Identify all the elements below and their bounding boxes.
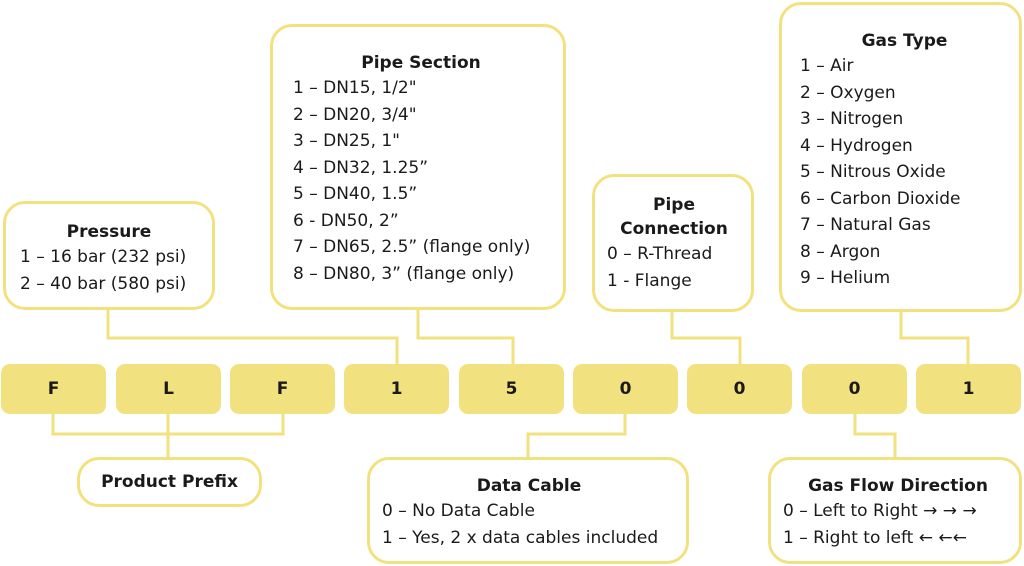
pipe-connection-options: 0 – R-Thread 1 - Flange: [607, 241, 741, 294]
data-cable-connector: [526, 414, 627, 458]
code-segment: L: [116, 364, 221, 414]
gas-type-title: Gas Type: [861, 31, 948, 51]
gas-flow-direction-title: Gas Flow Direction: [808, 476, 988, 496]
data-cable-option: 0 – No Data Cable: [382, 501, 535, 521]
pipe-section-option: 6 - DN50, 2”: [293, 210, 399, 231]
pipe-connection-option: 0 – R-Thread: [607, 244, 713, 264]
gas-flow-direction-option: 0 – Left to Right → → →: [783, 501, 977, 521]
gas-flow-direction-option: 1 – Right to left ← ←←: [783, 527, 967, 548]
pipe-connection-option: 1 - Flange: [607, 270, 692, 291]
pipe-section-option: 8 – DN80, 3” (flange only): [293, 263, 515, 284]
gas-type-option: 3 – Nitrogen: [800, 109, 904, 129]
code-segment: 0: [802, 364, 907, 414]
pressure-box: Pressure 1 – 16 bar (232 psi) 2 – 40 bar…: [3, 201, 215, 310]
pipe-section-option: 1 – DN15, 1/2": [293, 78, 417, 98]
code-segment: 0: [687, 364, 792, 414]
data-cable-box: Data Cable 0 – No Data Cable 1 – Yes, 2 …: [367, 457, 689, 564]
code-segment: 1: [916, 364, 1021, 414]
product-prefix-title: Product Prefix: [101, 472, 238, 492]
gas-flow-direction-options: 0 – Left to Right → → → 1 – Right to lef…: [783, 498, 1013, 551]
pipe-section-option: 3 – DN25, 1": [293, 131, 401, 151]
gas-flow-direction-box: Gas Flow Direction 0 – Left to Right → →…: [768, 457, 1022, 564]
pipe-connection-title-line2: Connection: [620, 219, 728, 239]
pipe-section-title: Pipe Section: [361, 53, 481, 73]
gas-flow-connector: [853, 414, 897, 458]
pipe-section-option: 7 – DN65, 2.5” (flange only): [293, 237, 531, 257]
pipe-section-option: 5 – DN40, 1.5”: [293, 184, 418, 204]
pressure-title: Pressure: [66, 222, 152, 242]
code-segment: 5: [459, 364, 564, 414]
code-segment: F: [1, 364, 106, 414]
code-segment: F: [230, 364, 335, 414]
pressure-option: 2 – 40 bar (580 psi): [20, 273, 187, 294]
pressure-connector: [106, 310, 399, 364]
data-cable-title: Data Cable: [476, 476, 582, 496]
pipe-section-option: 2 – DN20, 3/4": [293, 104, 417, 125]
pipe-section-box: Pipe Section 1 – DN15, 1/2" 2 – DN20, 3/…: [270, 24, 566, 310]
gas-type-connector: [899, 312, 970, 364]
pipe-connection-title-line1: Pipe: [653, 195, 695, 215]
gas-type-option: 1 – Air: [800, 56, 854, 76]
gas-type-options: 1 – Air 2 – Oxygen 3 – Nitrogen 4 – Hydr…: [800, 53, 1009, 292]
data-cable-option: 1 – Yes, 2 x data cables included: [382, 527, 659, 548]
gas-type-option: 8 – Argon: [800, 241, 881, 262]
gas-type-option: 4 – Hydrogen: [800, 135, 913, 156]
pressure-options: 1 – 16 bar (232 psi) 2 – 40 bar (580 psi…: [20, 244, 198, 297]
gas-type-box: Gas Type 1 – Air 2 – Oxygen 3 – Nitrogen…: [779, 2, 1022, 312]
gas-type-option: 6 – Carbon Dioxide: [800, 188, 961, 209]
pipe-connection-connector: [670, 312, 742, 364]
gas-type-option: 5 – Nitrous Oxide: [800, 162, 946, 182]
pressure-option: 1 – 16 bar (232 psi): [20, 247, 187, 267]
product-prefix-box: Product Prefix: [77, 457, 262, 507]
code-segment: 1: [344, 364, 449, 414]
pipe-section-option: 4 – DN32, 1.25”: [293, 157, 429, 178]
gas-type-option: 9 – Helium: [800, 268, 891, 288]
gas-type-option: 2 – Oxygen: [800, 82, 896, 103]
gas-type-option: 7 – Natural Gas: [800, 215, 931, 235]
pipe-section-connector: [416, 310, 515, 364]
pipe-connection-box: Pipe Connection 0 – R-Thread 1 - Flange: [592, 174, 754, 312]
code-segment: 0: [573, 364, 678, 414]
data-cable-options: 0 – No Data Cable 1 – Yes, 2 x data cabl…: [382, 498, 676, 551]
pipe-section-options: 1 – DN15, 1/2" 2 – DN20, 3/4" 3 – DN25, …: [293, 75, 549, 287]
